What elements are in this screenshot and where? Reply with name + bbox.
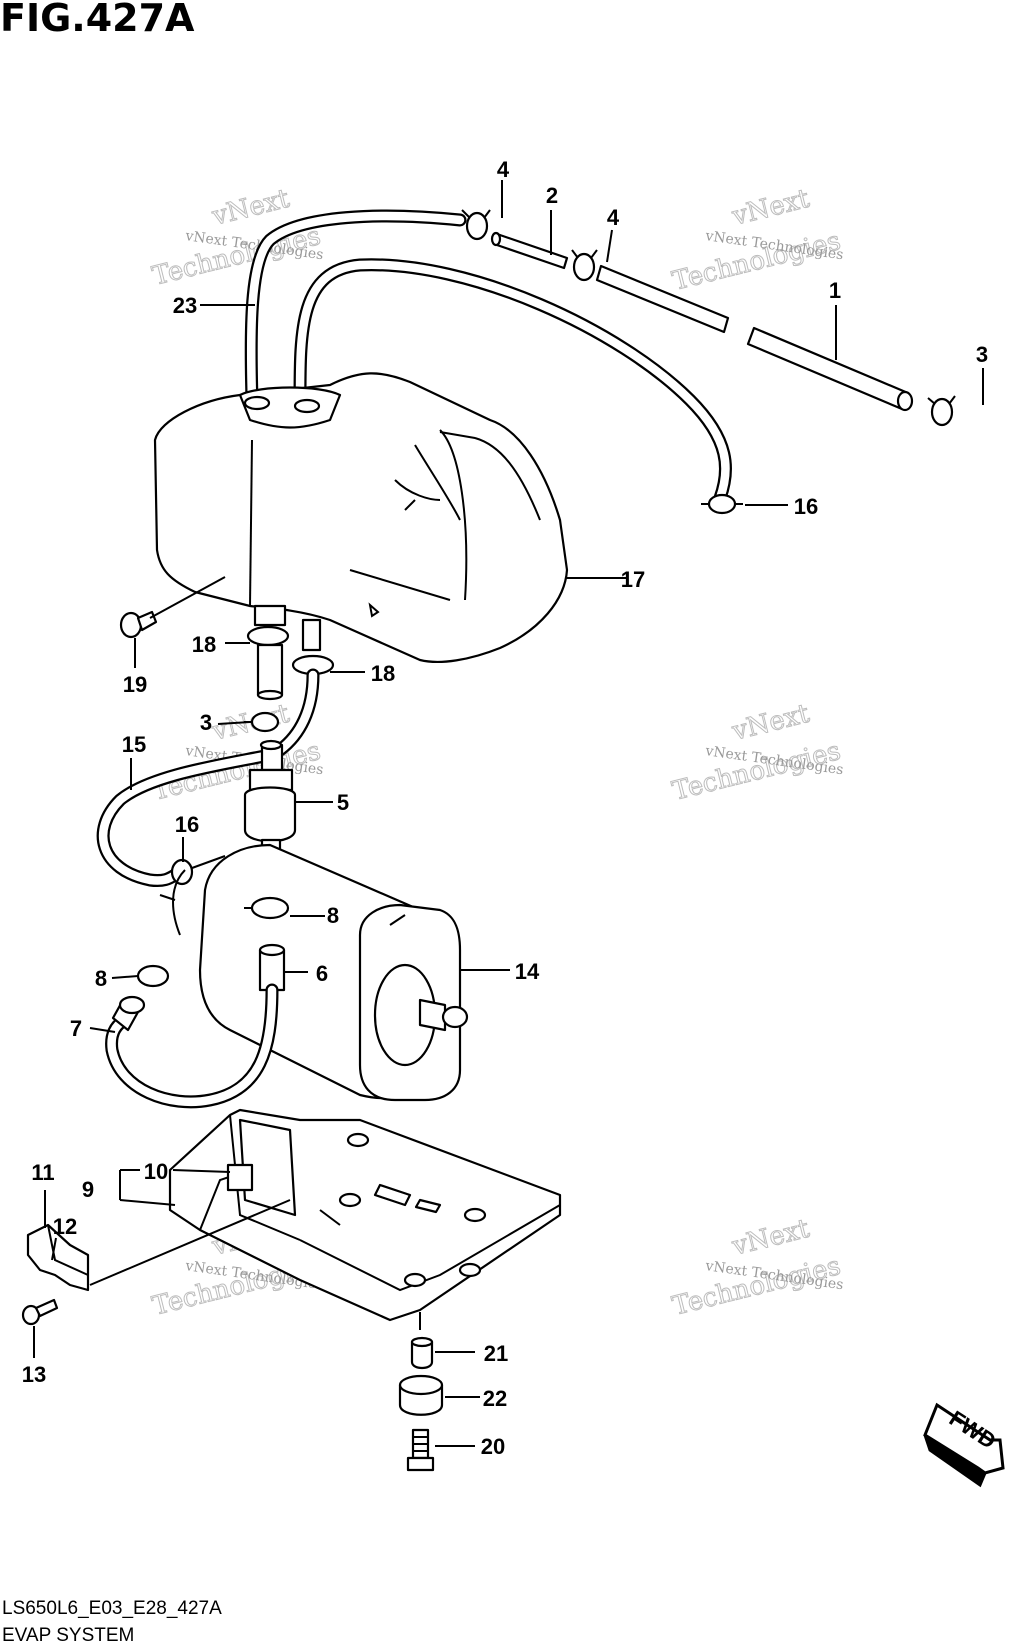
svg-text:vNext: vNext — [728, 699, 812, 747]
clamp-16-right — [701, 493, 743, 515]
tube-2 — [490, 231, 569, 270]
clamp-4-right — [571, 249, 598, 282]
clamp-4-left — [461, 209, 491, 241]
clamp-3-right — [927, 395, 956, 427]
connector-6 — [258, 943, 286, 992]
leader-lines — [33, 180, 984, 1447]
bolt-19 — [119, 610, 158, 639]
bolt-20 — [406, 1428, 435, 1472]
clip-11-12 — [26, 1223, 90, 1292]
connector-7 — [111, 995, 146, 1032]
grommet-18-left — [246, 604, 290, 701]
collar-21 — [410, 1336, 434, 1370]
figure-subtitle: EVAP SYSTEM — [2, 1625, 135, 1646]
callout-6: 6 — [316, 961, 328, 986]
tank-17 — [153, 372, 569, 663]
grommet-18-right — [291, 618, 335, 676]
canister-14 — [159, 843, 469, 1102]
watermark-mid-left: vNext Technologies vNext Technologies — [149, 698, 324, 807]
callout-16-left: 16 — [175, 812, 199, 837]
callout-8-upper: 8 — [327, 903, 339, 928]
watermark-top-left: vNext Technologies vNext Technologies — [149, 183, 324, 292]
callout-labels: 1 2 3 3 4 4 5 6 7 8 8 9 10 11 12 13 14 1… — [22, 157, 988, 1459]
callout-22: 22 — [483, 1386, 507, 1411]
callout-17: 17 — [621, 567, 645, 592]
grommet-10 — [226, 1163, 254, 1192]
svg-text:vNext: vNext — [728, 184, 812, 232]
clamp-3-mid — [244, 711, 280, 733]
clamp-8-lower — [136, 964, 170, 988]
callout-4-right: 4 — [607, 205, 620, 230]
bracket-9 — [168, 1108, 562, 1330]
callout-3-right: 3 — [976, 342, 988, 367]
screw-13 — [21, 1298, 59, 1326]
watermark-bottom-right: vNext Technologies vNext Technologies — [669, 1213, 844, 1322]
hose-1 — [595, 264, 914, 412]
hose-grommet-to-valve — [273, 668, 320, 757]
svg-text:vNext: vNext — [728, 1214, 812, 1262]
hose-23 — [244, 209, 467, 407]
svg-text:vNext: vNext — [208, 184, 292, 232]
callout-8-lower: 8 — [95, 966, 107, 991]
watermark-mid-right: vNext Technologies vNext Technologies — [669, 698, 844, 807]
callout-10: 10 — [144, 1159, 168, 1184]
callout-20: 20 — [481, 1434, 505, 1459]
callout-18-right: 18 — [371, 661, 395, 686]
callout-16-right: 16 — [794, 494, 818, 519]
hose-15 — [96, 748, 277, 887]
clamp-8-upper — [244, 896, 290, 920]
callout-21: 21 — [484, 1341, 508, 1366]
callout-14: 14 — [515, 959, 540, 984]
callout-12: 12 — [53, 1214, 77, 1239]
callout-18-left: 18 — [192, 632, 216, 657]
callout-11: 11 — [31, 1160, 54, 1185]
figure-code: LS650L6_E03_E28_427A — [2, 1598, 222, 1619]
callout-9: 9 — [82, 1177, 94, 1202]
grommet-22 — [398, 1374, 444, 1416]
callout-4-left: 4 — [497, 157, 510, 182]
callout-3-mid: 3 — [200, 710, 212, 735]
callout-15: 15 — [122, 732, 146, 757]
callout-13: 13 — [22, 1362, 46, 1387]
valve-5 — [243, 739, 297, 862]
callout-1: 1 — [829, 278, 841, 303]
callout-5: 5 — [337, 790, 349, 815]
callout-7: 7 — [70, 1016, 82, 1041]
callout-23: 23 — [173, 293, 197, 318]
callout-19: 19 — [123, 672, 147, 697]
figure-title: FIG.427A — [0, 0, 195, 40]
callout-2: 2 — [546, 183, 558, 208]
hose-tank-to-16 — [293, 258, 732, 505]
watermark-top-right: vNext Technologies vNext Technologies — [669, 183, 844, 297]
fwd-arrow-icon: FWD — [923, 1402, 1005, 1488]
hose-6-to-7 — [105, 983, 279, 1109]
